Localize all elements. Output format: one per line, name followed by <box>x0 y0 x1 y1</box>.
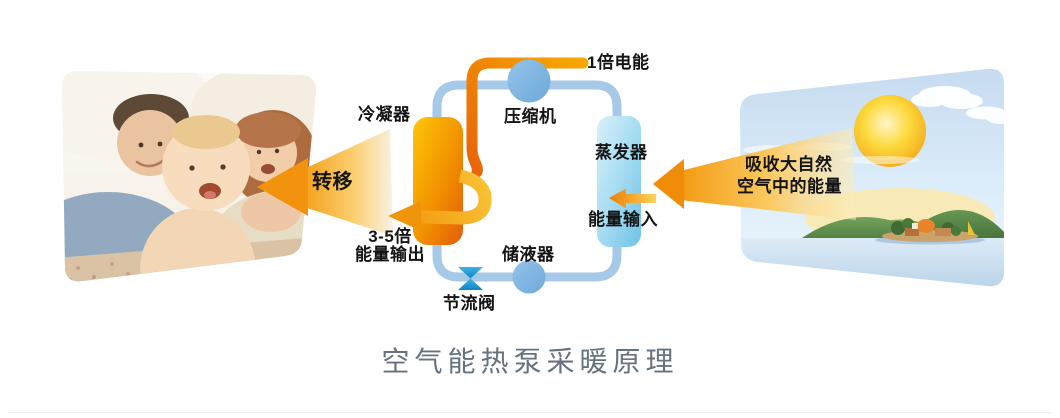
evaporator-label: 蒸发器 <box>595 143 648 162</box>
output-multiplier-line2: 能量输出 <box>355 245 425 264</box>
absorb-label-line2: 空气中的能量 <box>737 177 842 196</box>
receiver-label: 储液器 <box>502 245 555 264</box>
transfer-label: 转移 <box>312 171 353 193</box>
electric-power-pipe <box>466 57 589 178</box>
receiver-circle <box>512 260 546 294</box>
evaporator-bar <box>597 116 641 247</box>
island-village <box>875 218 985 245</box>
compressor-label: 压缩机 <box>504 107 557 126</box>
output-swirl-band <box>420 169 492 225</box>
output-swirl-arrow <box>388 169 492 231</box>
compressor-circle <box>507 59 551 103</box>
page-title: 空气能热泵采暖原理 <box>381 346 679 377</box>
bottom-divider <box>8 412 1052 413</box>
absorb-arrow <box>653 128 856 220</box>
electric-input-label: 1倍电能 <box>587 53 650 72</box>
absorb-arrowhead <box>653 159 684 209</box>
sun-icon <box>854 95 926 167</box>
sea <box>740 238 1004 287</box>
transfer-arrow <box>257 129 393 236</box>
sail-boat <box>968 221 975 235</box>
throttle-valve-icon <box>458 267 483 290</box>
transfer-arrowhead <box>257 158 308 216</box>
throttle-valve-label: 节流阀 <box>443 294 496 313</box>
output-arrowhead <box>388 201 421 231</box>
absorb-label-line1: 吸收大自然 <box>745 155 833 174</box>
condenser-label: 冷凝器 <box>358 105 411 124</box>
refrigerant-loop-pipe <box>432 80 622 282</box>
output-multiplier-line1: 3-5倍 <box>368 227 412 246</box>
energy-input-label: 能量输入 <box>588 210 658 229</box>
energy-input-arrow <box>609 188 656 209</box>
absorb-beam <box>680 128 856 220</box>
transfer-beam <box>304 129 393 236</box>
